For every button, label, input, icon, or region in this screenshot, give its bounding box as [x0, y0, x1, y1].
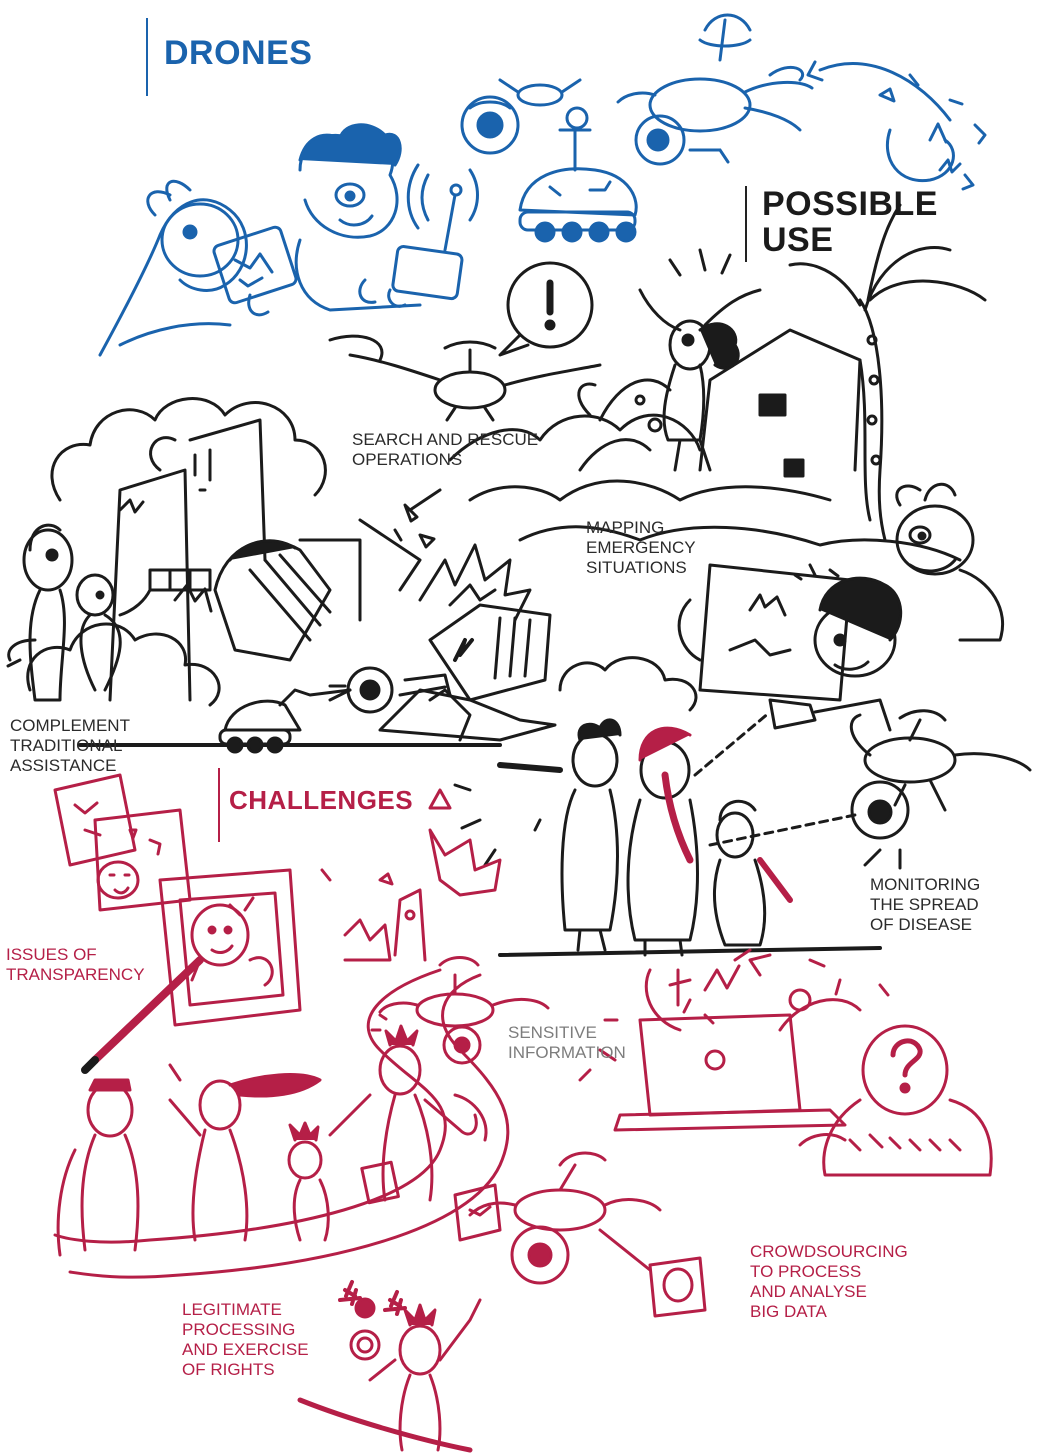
- label-complement-line-1: COMPLEMENT: [10, 716, 130, 735]
- challenges-accent-bar: [218, 768, 220, 842]
- challenges-heading: CHALLENGES: [229, 785, 414, 815]
- possible-use-heading: POSSIBLE USE: [762, 186, 938, 258]
- warning-icon: [428, 788, 452, 810]
- label-monitoring-line-2: THE SPREAD: [870, 895, 979, 914]
- label-monitoring-line-1: MONITORING: [870, 875, 981, 894]
- label-mapping: MAPPING EMERGENCY SITUATIONS: [586, 518, 696, 578]
- label-crowdsourcing-line-2: TO PROCESS: [750, 1262, 862, 1281]
- challenges-illustration: [53, 773, 993, 1453]
- drones-heading: DRONES: [164, 34, 313, 72]
- label-mapping-line-2: EMERGENCY: [586, 538, 696, 557]
- drone-operators-illustration: [98, 123, 479, 357]
- drones-accent-bar: [146, 18, 148, 96]
- label-complement-line-3: ASSISTANCE: [10, 756, 117, 775]
- label-legitimate-processing-line-4: OF RIGHTS: [182, 1360, 275, 1379]
- label-search-rescue: SEARCH AND RESCUE OPERATIONS: [352, 430, 538, 470]
- label-transparency: ISSUES OF TRANSPARENCY: [6, 945, 145, 985]
- label-search-rescue-line-2: OPERATIONS: [352, 450, 463, 469]
- possible-use-heading-line-2: USE: [762, 221, 834, 259]
- label-transparency-line-2: TRANSPARENCY: [6, 965, 145, 984]
- blue-drones-illustration: [460, 13, 987, 243]
- label-legitimate-processing: LEGITIMATE PROCESSING AND EXERCISE OF RI…: [182, 1300, 309, 1380]
- label-complement-line-2: TRADITIONAL: [10, 736, 123, 755]
- label-sensitive-information: SENSITIVE INFORMATION: [508, 1023, 626, 1063]
- disaster-scene-illustration: [6, 203, 1032, 957]
- label-sensitive-information-line-1: SENSITIVE: [508, 1023, 597, 1042]
- label-mapping-line-1: MAPPING: [586, 518, 665, 537]
- possible-use-accent-bar: [745, 186, 747, 262]
- label-legitimate-processing-line-1: LEGITIMATE: [182, 1300, 282, 1319]
- label-mapping-line-3: SITUATIONS: [586, 558, 687, 577]
- label-legitimate-processing-line-3: AND EXERCISE: [182, 1340, 309, 1359]
- label-transparency-line-1: ISSUES OF: [6, 945, 97, 964]
- label-crowdsourcing: CROWDSOURCING TO PROCESS AND ANALYSE BIG…: [750, 1242, 908, 1322]
- label-monitoring-line-3: OF DISEASE: [870, 915, 973, 934]
- label-legitimate-processing-line-2: PROCESSING: [182, 1320, 296, 1339]
- label-sensitive-information-line-2: INFORMATION: [508, 1043, 626, 1062]
- label-crowdsourcing-line-1: CROWDSOURCING: [750, 1242, 908, 1261]
- label-search-rescue-line-1: SEARCH AND RESCUE: [352, 430, 539, 449]
- label-crowdsourcing-line-3: AND ANALYSE: [750, 1282, 867, 1301]
- label-complement: COMPLEMENT TRADITIONAL ASSISTANCE: [10, 716, 130, 776]
- label-monitoring: MONITORING THE SPREAD OF DISEASE: [870, 875, 980, 935]
- label-crowdsourcing-line-4: BIG DATA: [750, 1302, 827, 1321]
- possible-use-heading-line-1: POSSIBLE: [762, 185, 938, 223]
